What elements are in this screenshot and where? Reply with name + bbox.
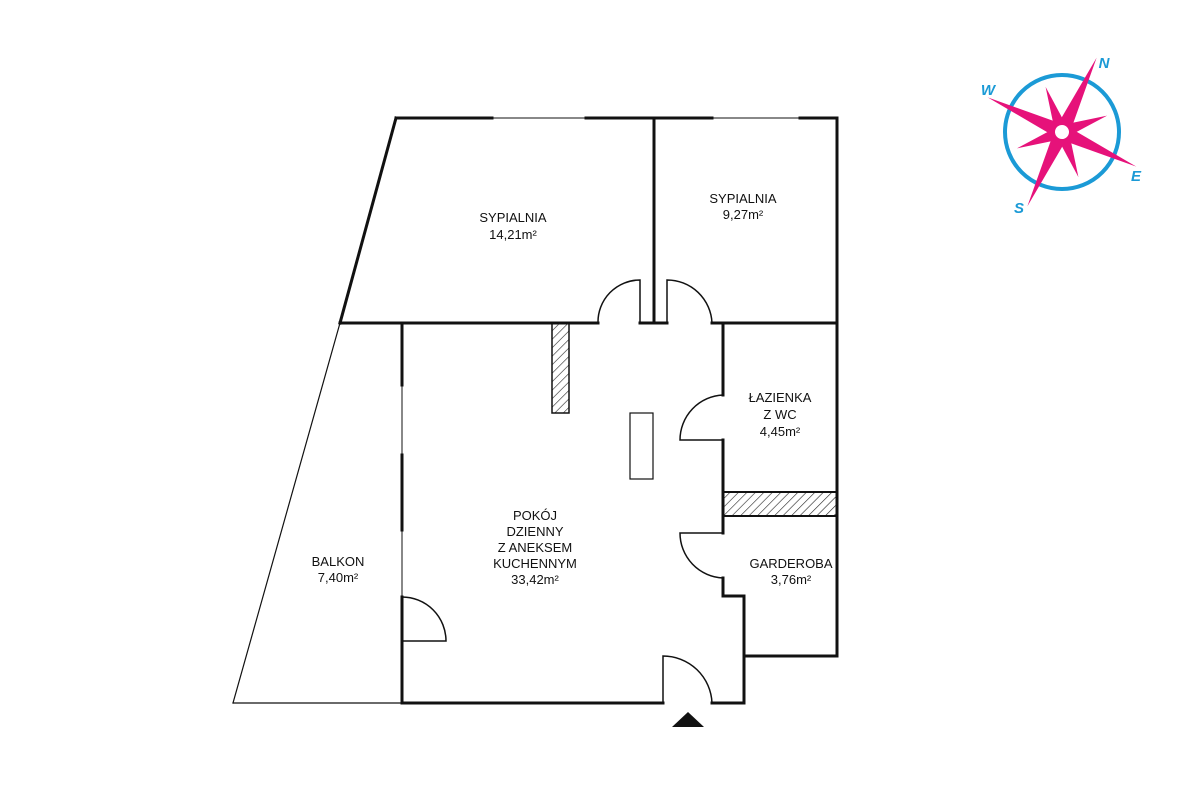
room-name: Z WC [763,407,796,422]
room-name: SYPIALNIA [479,210,547,225]
room-area: 3,76m² [771,572,812,587]
compass-e: E [1131,168,1142,185]
hatched-column [551,322,570,414]
room-area: 14,21m² [489,227,537,242]
room-name: POKÓJ [513,508,557,523]
kitchen-counter [629,412,654,480]
room-name: Z ANEKSEM [498,540,572,555]
doors [401,279,724,704]
room-name: BALKON [312,554,365,569]
room-area: 4,45m² [760,424,801,439]
room-area: 33,42m² [511,572,559,587]
room-area: 9,27m² [723,207,764,222]
walls [232,116,839,705]
hatched-wall [722,491,838,517]
room-labels: SYPIALNIA 14,21m² SYPIALNIA 9,27m² ŁAZIE… [312,191,833,587]
compass-n: N [1099,55,1111,72]
room-name: DZIENNY [506,524,563,539]
compass-w: W [981,82,997,99]
room-name: SYPIALNIA [709,191,777,206]
compass-s: S [1014,200,1024,217]
room-name: GARDEROBA [749,556,832,571]
entrance-arrow-icon [672,712,704,727]
room-name: ŁAZIENKA [749,390,812,405]
room-name: KUCHENNYM [493,556,577,571]
room-area: 7,40m² [318,570,359,585]
compass-rose-icon: N E S W [981,55,1142,217]
